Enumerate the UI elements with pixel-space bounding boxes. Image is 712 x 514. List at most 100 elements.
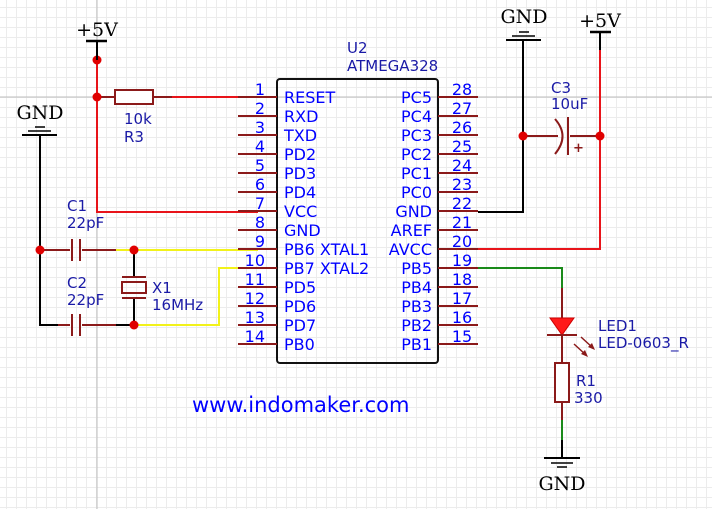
- ic-pin-8[interactable]: 8 GND: [238, 213, 321, 240]
- pin-name: PB4: [401, 278, 432, 297]
- pin-number: 16: [452, 308, 472, 327]
- pin-number: 23: [452, 175, 472, 194]
- wire-gnd-left[interactable]: [39, 135, 58, 326]
- resistor-icon: [554, 362, 570, 403]
- pin-name: GND: [284, 221, 321, 240]
- website-label[interactable]: www.indomaker.com: [192, 393, 410, 417]
- pin-number: 1: [255, 80, 265, 99]
- junction-r3: [92, 92, 102, 102]
- x1-value: 16MHz: [152, 296, 203, 314]
- pin-name: PC3: [401, 126, 432, 145]
- pin-name: TXD: [283, 126, 317, 145]
- pin-number: 14: [245, 327, 265, 346]
- wire-pb5[interactable]: [478, 267, 563, 288]
- r3-designator: R3: [124, 128, 144, 146]
- pin-number: 12: [245, 289, 265, 308]
- ic-pin-17[interactable]: 17 PB3: [401, 289, 478, 316]
- power-vcc-left[interactable]: +5V: [76, 19, 118, 60]
- power-vcc-right[interactable]: +5V: [579, 10, 621, 34]
- polarized-capacitor-icon: [554, 118, 564, 155]
- wire-vcc-left[interactable]: [96, 60, 258, 213]
- junction-x1-bottom: [129, 320, 139, 330]
- vcc-right-label: +5V: [579, 10, 621, 32]
- pin-name: PB7 XTAL2: [284, 259, 369, 278]
- resistor-r3[interactable]: 10k R3: [114, 89, 154, 146]
- led-led1[interactable]: LED1 LED-0603_R: [547, 317, 689, 357]
- wire-gnd-pin22[interactable]: [478, 40, 524, 213]
- junctions: [35, 55, 605, 330]
- pin-number: 27: [452, 99, 472, 118]
- resistor-icon: [114, 89, 154, 105]
- r3-value: 10k: [124, 110, 152, 128]
- ic-pin-27[interactable]: 27 PC4: [401, 99, 478, 126]
- power-gnd-left[interactable]: GND: [16, 102, 64, 136]
- capacitor-c1[interactable]: C1 22pF: [67, 197, 104, 261]
- ic-part: ATMEGA328: [347, 57, 438, 75]
- crystal-x1[interactable]: X1 16MHz: [121, 276, 203, 314]
- pin-number: 3: [255, 118, 265, 137]
- resistor-r1[interactable]: R1 330: [554, 362, 603, 407]
- pin-number: 8: [255, 213, 265, 232]
- r1-designator: R1: [576, 372, 596, 390]
- wire-avcc[interactable]: [478, 50, 601, 250]
- capacitor-c3[interactable]: + C3 10uF: [551, 79, 588, 156]
- pin-name: PB5: [401, 259, 432, 278]
- junction-c3-gnd: [518, 131, 528, 141]
- ic-designator: U2: [347, 39, 368, 57]
- pin-name: PC4: [401, 107, 432, 126]
- pin-name: PB0: [284, 335, 315, 354]
- pin-number: 7: [255, 194, 265, 213]
- x1-designator: X1: [152, 279, 172, 297]
- c3-value: 10uF: [551, 95, 588, 113]
- ic-pin-19[interactable]: 19 PB5: [401, 251, 478, 278]
- r1-value: 330: [574, 389, 603, 407]
- gnd-bottom-label: GND: [538, 473, 585, 495]
- ic-pin-26[interactable]: 26 PC3: [401, 118, 478, 145]
- ic-pin-3[interactable]: 3 TXD: [238, 118, 317, 145]
- pin-name: PD3: [284, 164, 316, 183]
- ic-pin-14[interactable]: 14 PB0: [238, 327, 315, 354]
- pin-number: 17: [452, 289, 472, 308]
- pin-name: PB3: [401, 297, 432, 316]
- ic-body: [276, 78, 439, 364]
- power-gnd-top-right[interactable]: GND: [500, 6, 548, 41]
- pin-number: 20: [452, 232, 472, 251]
- junction-c3-vcc: [595, 131, 605, 141]
- pin-name: AVCC: [389, 240, 432, 259]
- pin-name: AREF: [391, 221, 432, 240]
- pin-number: 26: [452, 118, 472, 137]
- capacitor-c2[interactable]: C2 22pF: [67, 274, 104, 336]
- pin-name: PC2: [401, 145, 432, 164]
- pin-number: 22: [452, 194, 472, 213]
- pin-number: 19: [452, 251, 472, 270]
- power-gnd-bottom[interactable]: GND: [538, 457, 586, 495]
- pin-number: 6: [255, 175, 265, 194]
- ic-pin-20[interactable]: 20 AVCC: [389, 232, 478, 259]
- led1-value: LED-0603_R: [598, 334, 689, 353]
- c1-designator: C1: [67, 197, 87, 215]
